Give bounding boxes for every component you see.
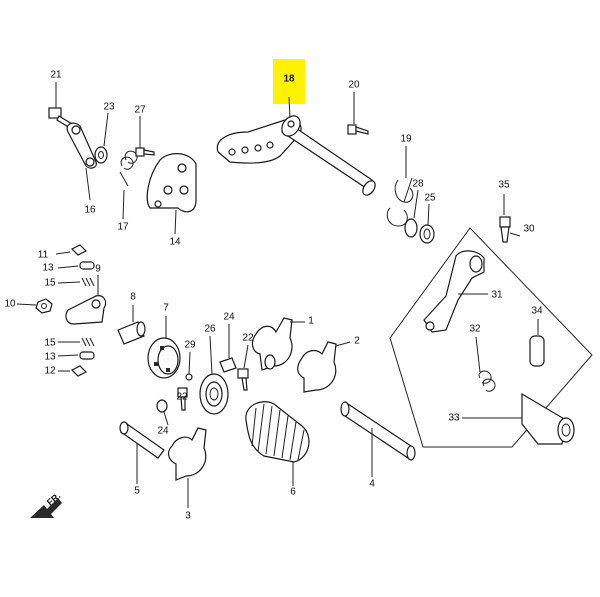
callout-23: 23 bbox=[103, 102, 115, 113]
callout-24b: 24 bbox=[157, 426, 169, 437]
bracket-part-31 bbox=[423, 250, 485, 333]
spring-part-15b bbox=[81, 337, 95, 347]
plate-part-24a bbox=[219, 357, 237, 373]
sub-assembly-outline bbox=[389, 227, 593, 448]
callout-18: 18 bbox=[283, 74, 295, 85]
shift-spindle-part-18 bbox=[216, 115, 376, 196]
callout-25: 25 bbox=[424, 193, 436, 204]
callout-24a: 24 bbox=[223, 312, 235, 323]
bolt-part-27 bbox=[135, 147, 155, 157]
plate-part-14 bbox=[146, 153, 197, 213]
callout-labels: 21 23 27 16 17 14 18 20 19 28 25 35 30 3… bbox=[4, 70, 543, 522]
pin-part-34 bbox=[529, 335, 545, 367]
pin-part-11 bbox=[70, 244, 88, 256]
callout-3: 3 bbox=[185, 511, 191, 522]
callout-10: 10 bbox=[4, 299, 16, 310]
lever-part-9 bbox=[65, 295, 107, 325]
callout-15a: 15 bbox=[44, 278, 56, 289]
callout-29: 29 bbox=[184, 340, 196, 351]
shift-drum-part-7 bbox=[147, 337, 181, 379]
callout-5: 5 bbox=[134, 486, 140, 497]
callout-1: 1 bbox=[308, 316, 314, 327]
callout-14: 14 bbox=[169, 237, 181, 248]
callout-16: 16 bbox=[84, 205, 96, 216]
callout-31: 31 bbox=[491, 290, 503, 301]
boot-part-6 bbox=[245, 401, 310, 463]
callout-27: 27 bbox=[134, 105, 146, 116]
callout-34: 34 bbox=[531, 306, 543, 317]
callout-7: 7 bbox=[163, 303, 169, 314]
pin-part-8 bbox=[117, 321, 146, 345]
callout-21: 21 bbox=[50, 70, 62, 81]
bearing-part-26 bbox=[199, 373, 229, 415]
callout-33: 33 bbox=[448, 413, 460, 424]
shift-fork-part-3 bbox=[167, 427, 207, 481]
callout-12: 12 bbox=[44, 366, 56, 377]
washer-part-23 bbox=[94, 146, 108, 164]
bolt-part-22a bbox=[237, 368, 249, 391]
callout-28: 28 bbox=[412, 179, 424, 190]
highlight-box-18 bbox=[273, 59, 305, 104]
callout-11: 11 bbox=[38, 250, 49, 261]
callout-19: 19 bbox=[400, 134, 412, 145]
spring-part-17 bbox=[119, 150, 138, 187]
shift-fork-part-1 bbox=[251, 317, 293, 371]
spring-part-13b bbox=[79, 351, 95, 360]
spring-part-15a bbox=[81, 277, 95, 287]
callout-2: 2 bbox=[354, 336, 360, 347]
callout-15b: 15 bbox=[44, 338, 56, 349]
callout-35: 35 bbox=[498, 180, 510, 191]
bolt-part-10 bbox=[35, 298, 53, 314]
return-spring-part-19 bbox=[386, 177, 414, 227]
bolt-part-20 bbox=[347, 124, 369, 135]
arrow-down-left-icon bbox=[30, 498, 62, 518]
callout-9: 9 bbox=[95, 264, 101, 275]
callout-13a: 13 bbox=[42, 263, 54, 274]
stopper-arm-part-16 bbox=[66, 122, 97, 169]
bolt-part-35 bbox=[499, 216, 511, 243]
pin-part-12 bbox=[70, 365, 88, 377]
shift-fork-part-2 bbox=[297, 341, 337, 393]
callout-30: 30 bbox=[523, 224, 535, 235]
front-direction-indicator: FR. bbox=[30, 491, 62, 518]
callout-32: 32 bbox=[469, 324, 481, 335]
spring-part-13a bbox=[79, 261, 95, 270]
callout-8: 8 bbox=[130, 292, 136, 303]
washer-part-25 bbox=[419, 224, 435, 244]
callout-6: 6 bbox=[290, 487, 296, 498]
collar-part-28 bbox=[404, 218, 418, 238]
leader-lines bbox=[16, 82, 539, 508]
bolt-part-22b bbox=[177, 387, 188, 411]
callout-20: 20 bbox=[348, 80, 360, 91]
callout-22b: 22 bbox=[176, 392, 188, 403]
plate-part-24b bbox=[156, 399, 168, 413]
callout-22a: 22 bbox=[242, 333, 254, 344]
pin-part-29 bbox=[185, 373, 193, 381]
callout-26: 26 bbox=[204, 324, 216, 335]
callout-17: 17 bbox=[117, 222, 129, 233]
housing-part-33 bbox=[521, 392, 575, 445]
spring-part-32 bbox=[478, 370, 496, 392]
shaft-part-5 bbox=[119, 421, 165, 459]
callout-4: 4 bbox=[369, 479, 375, 490]
callout-13b: 13 bbox=[44, 352, 56, 363]
shaft-part-4 bbox=[340, 401, 416, 461]
